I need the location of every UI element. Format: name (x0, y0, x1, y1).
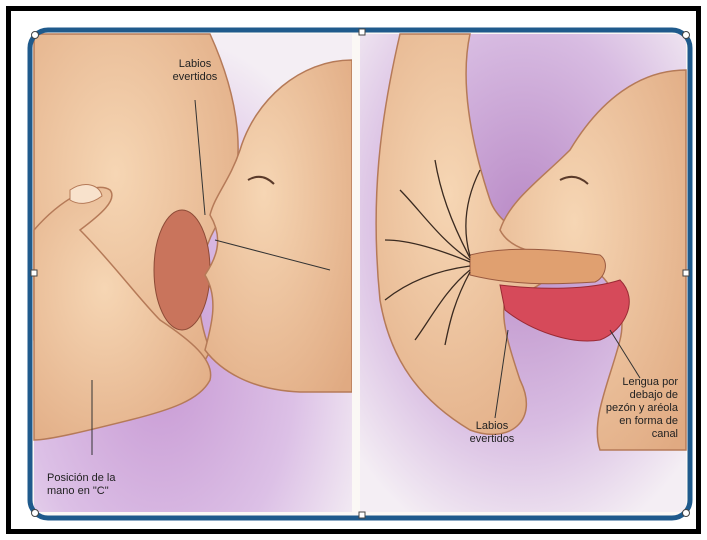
label-posicion-line2: mano en "C" (47, 485, 116, 498)
label-lengua: Lengua por debajo de pezón y aréola en f… (568, 376, 678, 441)
label-labios-top-line2: evertidos (150, 71, 240, 84)
resize-handle-bottom[interactable] (359, 512, 365, 518)
resize-handle-bottom-left[interactable] (32, 510, 39, 517)
label-posicion-line1: Posición de la (47, 472, 116, 485)
nipple-channel (470, 249, 605, 284)
label-lengua-line5: canal (568, 428, 678, 441)
resize-handle-top-left[interactable] (32, 32, 39, 39)
label-lengua-line4: en forma de (568, 415, 678, 428)
label-labios-bottom-line2: evertidos (452, 433, 532, 446)
label-labios-top: Labios evertidos (150, 58, 240, 84)
resize-handle-top[interactable] (359, 29, 365, 35)
areola-left (154, 210, 210, 330)
resize-handle-right[interactable] (683, 270, 689, 276)
left-illustration (34, 34, 352, 512)
label-labios-top-line1: Labios (150, 58, 240, 71)
label-labios-bottom: Labios evertidos (452, 420, 532, 446)
label-lengua-line1: Lengua por (568, 376, 678, 389)
resize-handle-top-right[interactable] (683, 32, 690, 39)
label-labios-bottom-line1: Labios (452, 420, 532, 433)
panel-divider (352, 34, 360, 512)
label-posicion-mano: Posición de la mano en "C" (47, 472, 116, 498)
label-lengua-line3: pezón y aréola (568, 402, 678, 415)
resize-handle-bottom-right[interactable] (683, 510, 690, 517)
resize-handle-left[interactable] (31, 270, 37, 276)
label-lengua-line2: debajo de (568, 389, 678, 402)
